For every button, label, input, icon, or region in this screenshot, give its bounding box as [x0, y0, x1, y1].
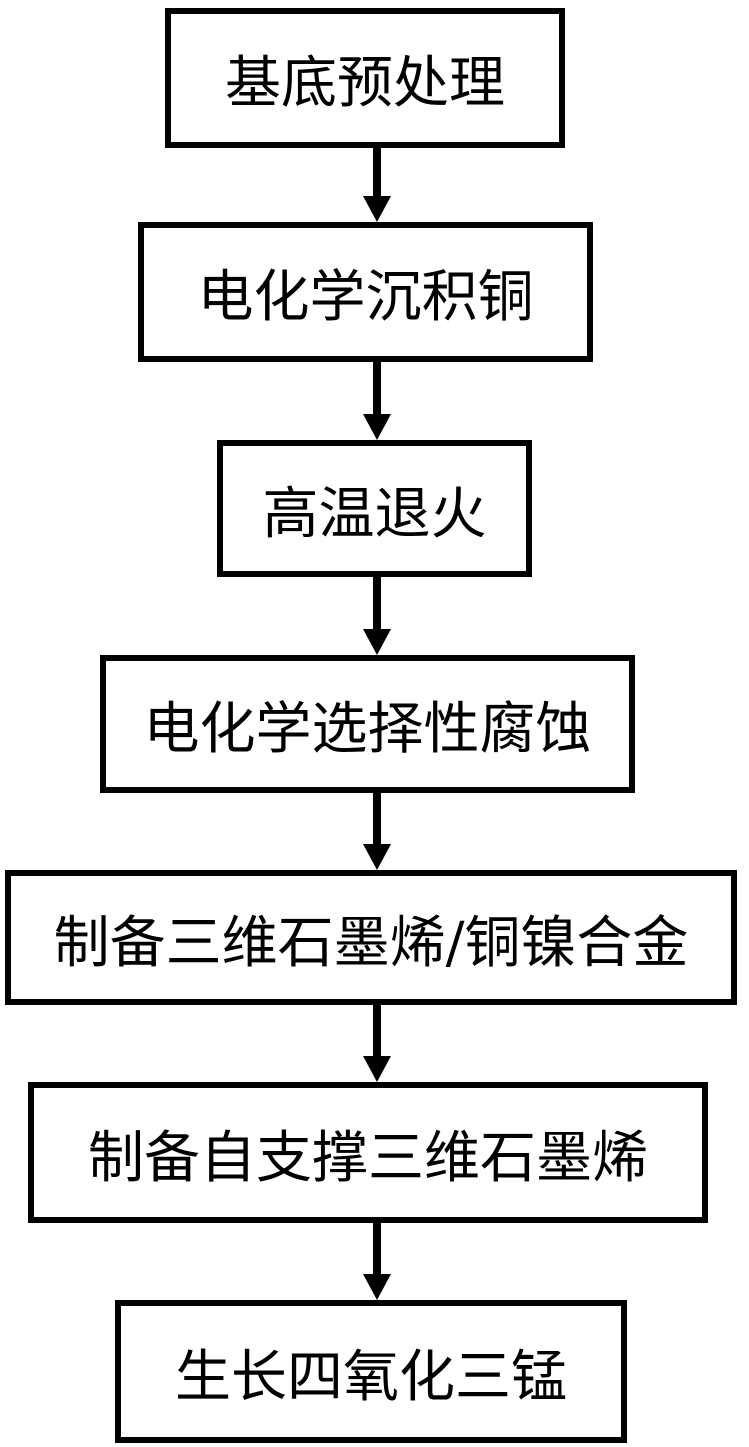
flow-step-label: 基底预处理	[225, 51, 505, 116]
arrow-shaft	[373, 362, 381, 414]
arrow-head	[363, 414, 391, 440]
arrow-head	[363, 1056, 391, 1082]
arrow-head	[363, 629, 391, 655]
down-arrow-icon	[363, 148, 391, 222]
flow-step-box-3: 高温退火	[217, 440, 532, 577]
flow-step-label: 电化学沉积铜	[197, 265, 534, 330]
arrow-head	[363, 1274, 391, 1300]
arrow-shaft	[373, 1005, 381, 1056]
flow-step-label: 生长四氧化三锰	[175, 1344, 567, 1410]
arrow-head	[363, 844, 391, 870]
arrow-shaft	[373, 1223, 381, 1274]
down-arrow-icon	[363, 1223, 391, 1300]
flow-step-label: 制备三维石墨烯/铜镍合金	[53, 910, 689, 976]
down-arrow-icon	[363, 362, 391, 440]
flow-step-box-4: 电化学选择性腐蚀	[100, 655, 635, 793]
flow-step-box-2: 电化学沉积铜	[138, 222, 593, 362]
flow-step-box-5: 制备三维石墨烯/铜镍合金	[5, 870, 737, 1005]
down-arrow-icon	[363, 793, 391, 870]
flow-step-box-6: 制备自支撑三维石墨烯	[28, 1082, 708, 1223]
flow-step-label: 高温退火	[262, 481, 487, 547]
flow-step-label: 制备自支撑三维石墨烯	[88, 1125, 648, 1191]
arrow-shaft	[373, 148, 381, 196]
down-arrow-icon	[363, 577, 391, 655]
arrow-shaft	[373, 793, 381, 844]
flow-step-label: 电化学选择性腐蚀	[143, 697, 592, 762]
arrow-shaft	[373, 577, 381, 629]
down-arrow-icon	[363, 1005, 391, 1082]
flow-step-box-7: 生长四氧化三锰	[115, 1300, 627, 1443]
flow-step-box-1: 基底预处理	[165, 8, 565, 148]
arrow-head	[363, 196, 391, 222]
